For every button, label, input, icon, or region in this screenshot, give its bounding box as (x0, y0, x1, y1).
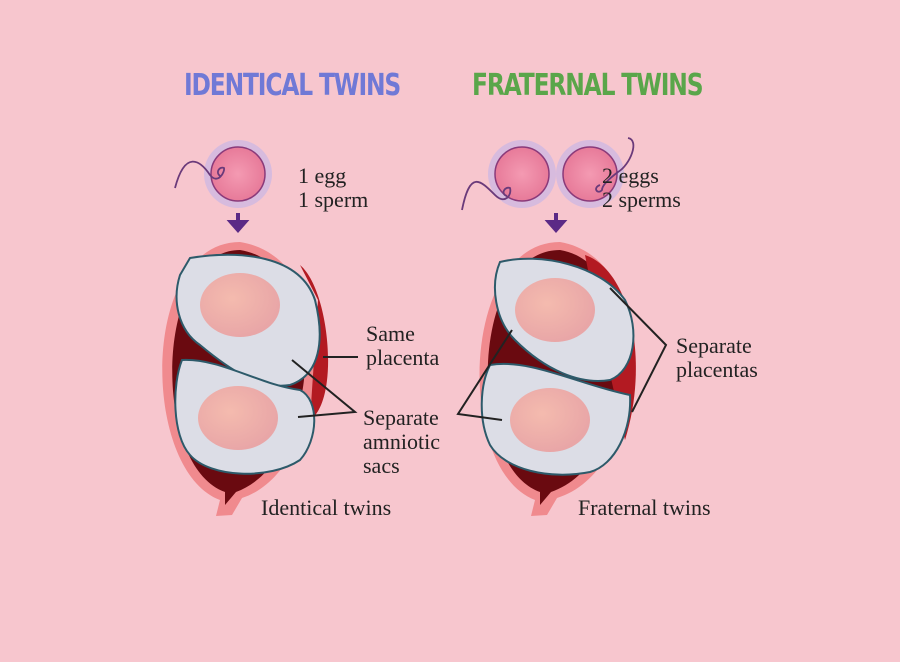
leader-lines (291, 287, 668, 421)
fetus (198, 386, 278, 450)
fetus (200, 273, 280, 337)
separate-placentas-label: Separate placentas (676, 333, 758, 382)
separate-amniotic-sacs-label: Separate amniotic sacs (363, 405, 440, 478)
fraternal-caption: Fraternal twins (578, 495, 711, 520)
fraternal-twins-heading: FRATERNAL TWINS (472, 68, 704, 103)
identical-conception-label: 1 egg 1 sperm (298, 163, 369, 212)
fraternal-arrow-icon (544, 213, 568, 234)
fraternal-conception-label: 2 eggs 2 sperms (602, 163, 681, 212)
identical-uterus (162, 242, 329, 516)
fetus (515, 278, 595, 342)
fraternal-uterus (479, 242, 636, 516)
fraternal-sperm-left (461, 181, 512, 211)
identical-sperm (174, 160, 225, 189)
fraternal-sperm-right (595, 137, 635, 193)
identical-egg (204, 140, 272, 208)
identical-caption: Identical twins (261, 495, 392, 520)
identical-twins-heading: IDENTICAL TWINS (184, 68, 401, 103)
identical-arrow-icon (226, 213, 250, 234)
fetus (510, 388, 590, 452)
same-placenta-label: Same placenta (366, 321, 440, 370)
